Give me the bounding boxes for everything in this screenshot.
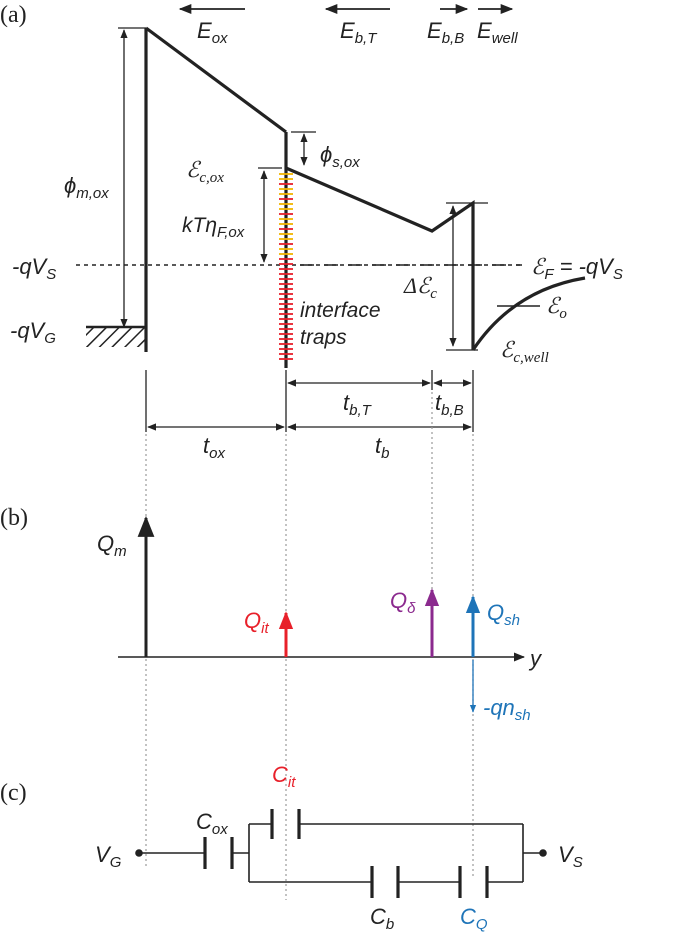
gate-metal-hatch [86, 327, 146, 347]
VG-terminal [135, 849, 143, 857]
label-t-bB: tb,B [435, 390, 464, 419]
label-Cb: Cb [370, 904, 394, 933]
label-kT-eta: kTηF,ox [182, 214, 245, 241]
label-Ec-ox: ℰc,ox [186, 157, 224, 186]
label-Qdelta: Qδ [390, 588, 416, 617]
label-E-ox: Eox [197, 18, 228, 47]
label-Qit: Qit [244, 608, 269, 637]
label-Qm: Qm [97, 531, 127, 560]
label-EF: ℰF = -qVS [531, 254, 623, 283]
panel-c-label: (c) [0, 780, 27, 806]
label-phi-s-ox: ϕs,ox [320, 142, 360, 171]
label-VG: VG [95, 842, 122, 871]
label-CQ: CQ [460, 904, 488, 933]
label-Cox: Cox [196, 809, 228, 838]
label-qVS: -qVS [12, 254, 56, 283]
label-E-bT: Eb,T [340, 18, 378, 47]
panel-a-label: (a) [0, 2, 27, 28]
label-E-well: Ewell [477, 18, 518, 47]
label-qVG: -qVG [10, 318, 56, 347]
equivalent-circuit [139, 809, 543, 898]
label-t-ox: tox [203, 433, 225, 462]
label-Ec-well: ℰc,well [500, 337, 549, 366]
label-phi-m-ox: ϕm,ox [64, 173, 109, 202]
VS-terminal [539, 849, 547, 857]
label-traps: traps [300, 326, 347, 349]
label-delta-Ec: Δℰc [403, 273, 437, 302]
label-VS: VS [558, 842, 583, 871]
label-qnsh: -qnsh [483, 695, 531, 724]
label-Qsh: Qsh [487, 600, 520, 629]
label-Cit: Cit [272, 762, 296, 791]
phi-s-ox-arrows [291, 131, 316, 166]
label-t-bT: tb,T [343, 390, 373, 419]
label-Eo: ℰo [546, 293, 567, 322]
label-E-bB: Eb,B [427, 18, 464, 47]
label-t-b: tb [375, 433, 389, 462]
thickness-dimensions [145, 370, 474, 432]
panel-b-label: (b) [0, 505, 28, 531]
label-interface: interface [300, 299, 381, 322]
interface-traps [279, 173, 293, 360]
label-y: y [528, 646, 543, 671]
